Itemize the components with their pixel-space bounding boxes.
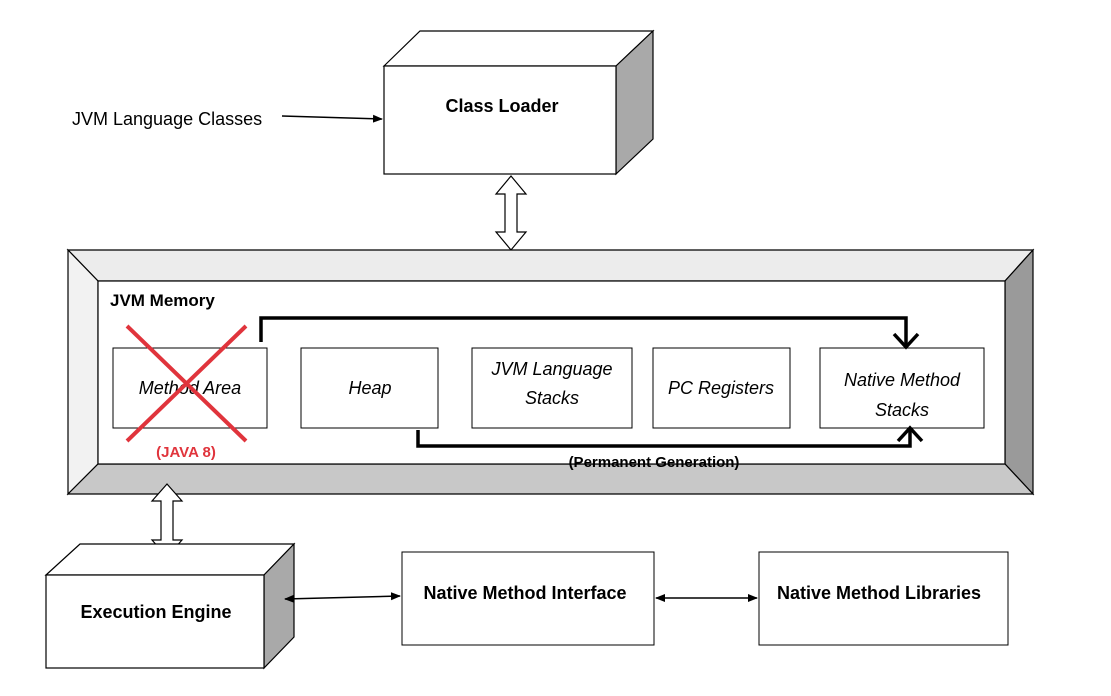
- pc-registers-box: PC Registers: [652, 347, 791, 429]
- native-method-libraries-label: Native Method Libraries: [777, 583, 981, 603]
- jvm-language-stacks-label-line2: Stacks: [525, 388, 579, 408]
- heap-label: Heap: [348, 378, 391, 398]
- class-loader-label: Class Loader: [445, 96, 558, 116]
- method-area-cross-out: [125, 324, 248, 443]
- jvm-language-stacks-label-line1: JVM Language: [490, 359, 612, 379]
- native-method-stacks-label-line1: Native Method: [844, 370, 961, 390]
- native-method-stacks-label-line2: Stacks: [875, 400, 929, 420]
- pc-registers-label: PC Registers: [668, 378, 774, 398]
- jvm-language-classes-label: JVM Language Classes: [72, 109, 262, 129]
- native-method-stacks-box: Native Method Stacks: [819, 347, 985, 429]
- class-loader-box: Class Loader: [382, 29, 655, 176]
- java8-note: (JAVA 8): [156, 444, 216, 461]
- loader-memory-double-arrow: [494, 175, 528, 251]
- method-area-to-native-stacks-arrow: [259, 316, 920, 350]
- method-area-box: Method Area: [112, 347, 268, 429]
- heap-box: Heap: [300, 347, 439, 429]
- jvm-language-stacks-box: JVM Language Stacks: [471, 347, 633, 429]
- native-method-interface-box: Native Method Interface: [401, 551, 655, 646]
- classes-to-loader-arrow: [281, 114, 383, 123]
- permanent-generation-label: (Permanent Generation): [569, 454, 740, 471]
- native-method-interface-label: Native Method Interface: [423, 583, 626, 603]
- heap-to-native-stacks-arrow: [416, 425, 924, 448]
- jvm-memory-title: JVM Memory: [110, 291, 215, 310]
- engine-interface-arrow: [284, 592, 401, 603]
- native-method-libraries-box: Native Method Libraries: [758, 551, 1009, 646]
- execution-engine-label: Execution Engine: [80, 602, 231, 622]
- execution-engine-box: Execution Engine: [44, 542, 296, 670]
